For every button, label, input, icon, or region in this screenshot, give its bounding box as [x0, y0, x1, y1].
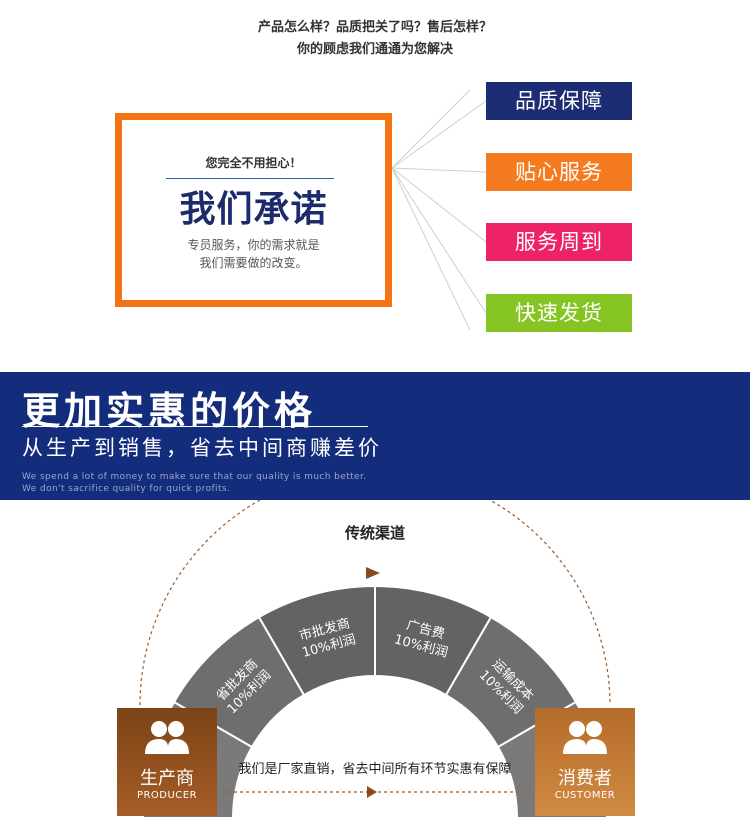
producer-label: 生产商 — [140, 768, 194, 789]
promise-desc-line2: 我们需要做的改变。 — [199, 256, 308, 270]
badge-service: 贴心服务 — [486, 153, 632, 191]
direct-arrow-icon — [367, 786, 377, 798]
customer-english-label: CUSTOMER — [554, 790, 616, 801]
producer-card: 生产商 PRODUCER — [117, 708, 217, 816]
question-text: 产品怎么样？品质把关了吗？售后怎样？ — [257, 20, 492, 35]
arc-arrow-icon — [366, 567, 380, 579]
channel-title: 传统渠道 — [344, 524, 405, 542]
connector-lines — [391, 89, 487, 331]
answer-text: 你的顾虑我们通通为您解决 — [296, 42, 453, 57]
producer-english-label: PRODUCER — [136, 790, 198, 801]
banner-title: 更加实惠的价格 — [22, 389, 317, 433]
promise-desc-line1: 专员服务，你的需求就是 — [187, 238, 320, 252]
people-icon — [145, 721, 189, 754]
channel-section: 总批发商10%利润省批发商10%利润市批发商10%利润广告费10%利润运输成本1… — [0, 500, 750, 837]
promise-small-text: 您完全不用担心！ — [205, 156, 302, 170]
promise-title: 我们承诺 — [179, 189, 328, 230]
banner-english-line1: We spend a lot of money to make sure tha… — [22, 472, 367, 482]
badge-fast-delivery: 快速发货 — [486, 294, 632, 332]
promise-card: 您完全不用担心！ 我们承诺 专员服务，你的需求就是 我们需要做的改变。 — [115, 113, 392, 307]
banner-subtitle: 从生产到销售，省去中间商赚差价 — [22, 436, 382, 460]
arc-dashed-path — [139, 500, 611, 706]
customer-label: 消费者 — [558, 768, 612, 789]
customer-card: 消费者 CUSTOMER — [535, 708, 635, 816]
price-banner: 更加实惠的价格 从生产到销售，省去中间商赚差价 We spend a lot o… — [0, 372, 750, 500]
banner-divider — [22, 426, 368, 427]
badge-thorough: 服务周到 — [486, 223, 632, 261]
people-icon — [563, 721, 607, 754]
channel-arc: 总批发商10%利润省批发商10%利润市批发商10%利润广告费10%利润运输成本1… — [139, 500, 611, 819]
direct-sale-slogan: 我们是厂家直销，省去中间所有环节实惠有保障 — [238, 762, 512, 777]
promise-divider — [166, 178, 334, 179]
banner-english-line2: We don't sacrifice quality for quick pro… — [22, 484, 231, 494]
badge-quality: 品质保障 — [486, 82, 632, 120]
promise-section: 产品怎么样？品质把关了吗？售后怎样？ 你的顾虑我们通通为您解决 您完全不用担心！… — [0, 0, 750, 372]
